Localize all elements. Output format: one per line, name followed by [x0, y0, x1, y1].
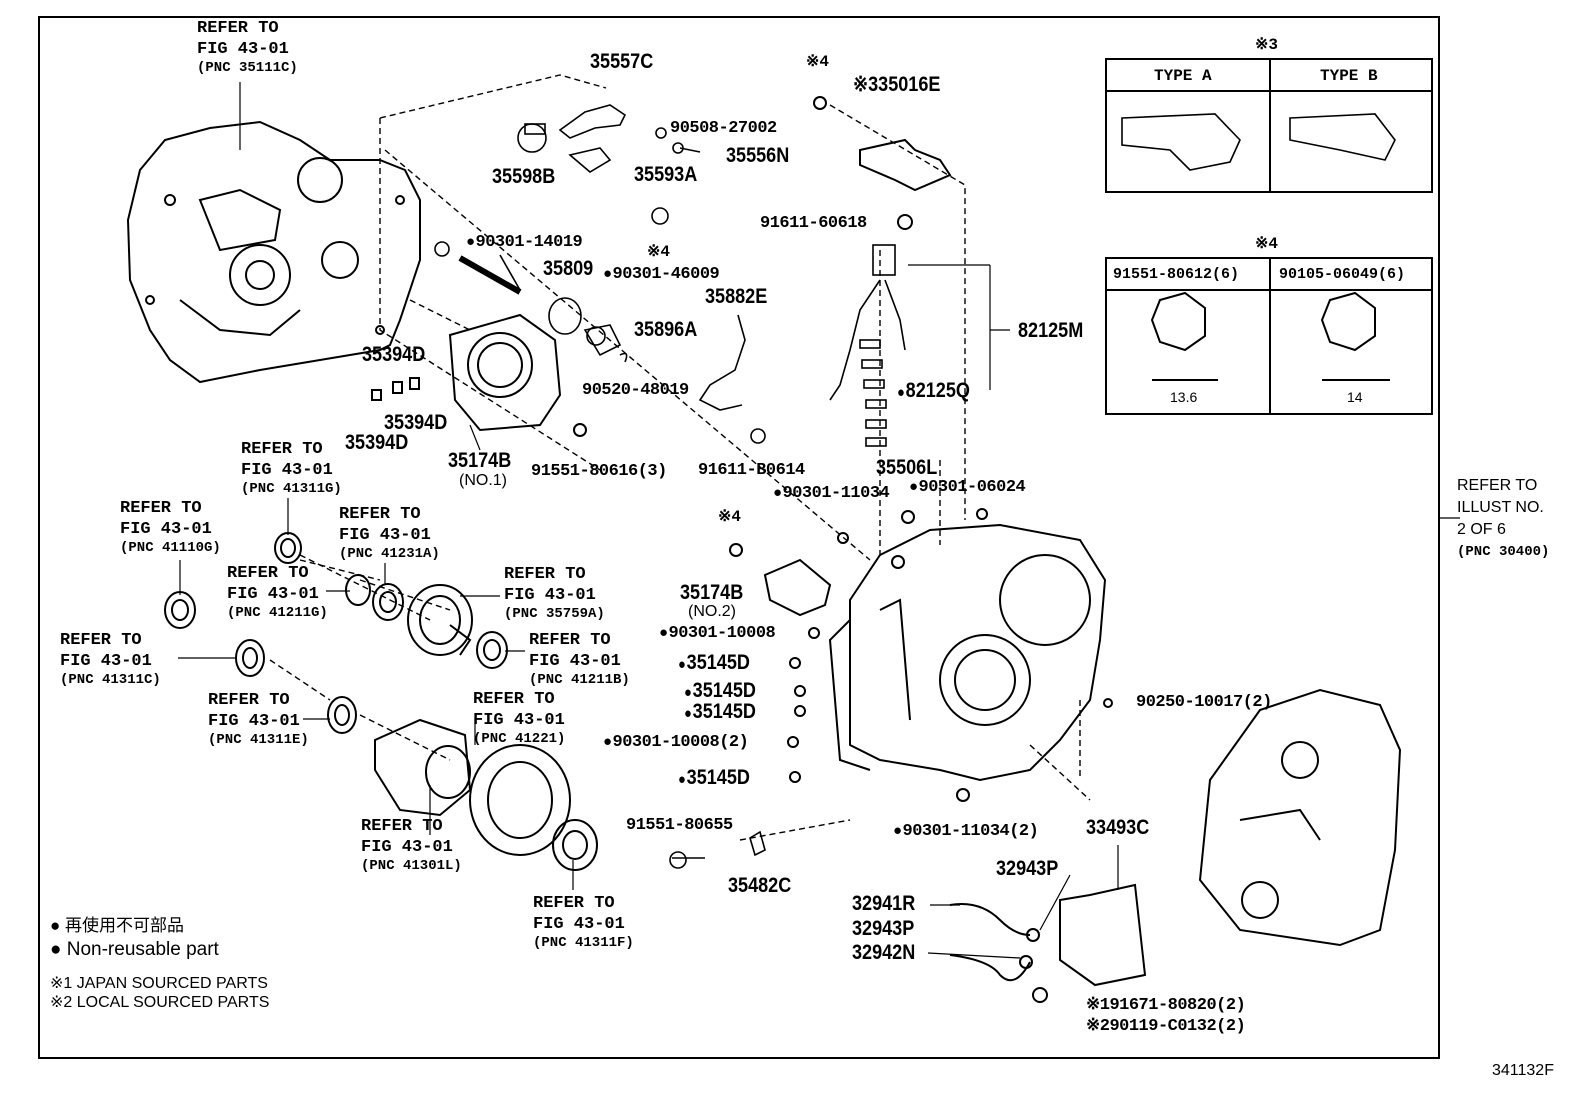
legend-japan-sourced: ※1 JAPAN SOURCED PARTS	[50, 975, 268, 992]
type-ab-sketches	[1121, 113, 1396, 171]
refer-illust-30400: REFER TO ILLUST NO. 2 OF 6 (PNC 30400)	[1457, 477, 1550, 560]
gears-and-bearings	[164, 532, 598, 871]
note-star4-lower: ※4	[718, 508, 742, 526]
type-a-header: TYPE A	[1154, 67, 1212, 85]
part-90301-14019[interactable]: 90301-14019	[466, 234, 583, 252]
part-90301-10008-2[interactable]: 90301-10008(2)	[603, 734, 749, 752]
oil-cooler-33493C	[949, 883, 1147, 1003]
part-35556N[interactable]: 35556N	[726, 144, 790, 167]
part-32943P-b[interactable]: 32943P	[852, 917, 915, 940]
part-35482C[interactable]: 35482C	[728, 874, 792, 897]
legend-nonreusable-en: ● Non-reusable part	[50, 939, 219, 960]
part-35145D-d[interactable]: 35145D	[678, 767, 750, 791]
part-35506L[interactable]: 35506L	[876, 456, 938, 479]
part-35145D-b[interactable]: 35145D	[684, 680, 756, 704]
figure-id: 341132F	[1492, 1062, 1554, 1079]
part-90301-11034-2[interactable]: 90301-11034(2)	[893, 823, 1039, 841]
nut-a-dimension: 13.6	[1170, 389, 1198, 405]
cover-35174B-no1	[371, 313, 587, 437]
legend-nonreusable-jp: ● 再使用不可部品	[50, 916, 184, 935]
part-35174B-no2-sub: (NO.2)	[688, 603, 736, 620]
part-90301-06024[interactable]: 90301-06024	[909, 479, 1026, 497]
part-90301-46009[interactable]: 90301-46009	[603, 266, 720, 284]
part-35174B-no2[interactable]: 35174B	[680, 581, 744, 604]
nut-table-title: ※4	[1255, 235, 1279, 253]
transaxle-housing-left	[126, 120, 421, 384]
part-35174B-no1[interactable]: 35174B	[448, 449, 512, 472]
bracket-35482C	[669, 830, 766, 869]
part-33493C[interactable]: 33493C	[1086, 816, 1150, 839]
part-35557C[interactable]: 35557C	[590, 50, 654, 73]
transaxle-housing-right	[1198, 688, 1402, 947]
part-35145D-a[interactable]: 35145D	[678, 652, 750, 676]
guide-lines	[269, 74, 1091, 841]
bracket-35016E	[813, 96, 952, 230]
type-b-header: TYPE B	[1320, 67, 1378, 85]
nut-b-dimension: 14	[1347, 389, 1363, 405]
part-90508-27002[interactable]: 90508-27002	[670, 119, 777, 138]
part-35593A[interactable]: 35593A	[634, 163, 698, 186]
part-82125M[interactable]: 82125M	[1018, 319, 1084, 342]
part-90520-48019[interactable]: 90520-48019	[582, 381, 689, 400]
part-35882E[interactable]: 35882E	[705, 285, 768, 308]
part-35809[interactable]: 35809	[543, 257, 594, 280]
part-35174B-no1-sub: (NO.1)	[459, 472, 507, 489]
part-32941R[interactable]: 32941R	[852, 892, 916, 915]
part-32943P-a[interactable]: 32943P	[996, 857, 1059, 880]
part-35896A[interactable]: 35896A	[634, 318, 698, 341]
part-91611-60618[interactable]: 91611-60618	[760, 214, 867, 233]
part-82125Q[interactable]: 82125Q	[897, 380, 970, 404]
note-star4-top: ※4	[806, 53, 830, 71]
part-91551-80655[interactable]: 91551-80655	[626, 816, 733, 835]
pipe-35882E	[698, 314, 766, 444]
bracket-35557C	[434, 104, 701, 363]
part-35145D-c[interactable]: 35145D	[684, 701, 756, 725]
wire-harness-82125M	[829, 244, 906, 447]
part-35598B[interactable]: 35598B	[492, 165, 556, 188]
note-star4-mid: ※4	[647, 243, 671, 261]
nut-sketches	[1150, 291, 1390, 381]
part-35394D-b[interactable]: 35394D	[384, 411, 448, 434]
type-table: TYPE A TYPE B	[1105, 58, 1433, 193]
nut-a-header: 91551-80612(6)	[1113, 266, 1240, 283]
part-35394D-c[interactable]: 35394D	[345, 431, 409, 454]
part-35394D-a[interactable]: 35394D	[362, 343, 426, 366]
nut-b-header: 90105-06049(6)	[1279, 266, 1406, 283]
part-90250-10017[interactable]: 90250-10017(2)	[1136, 693, 1272, 712]
type-table-title: ※3	[1255, 36, 1279, 54]
part-91611-B0614[interactable]: 91611-B0614	[698, 461, 805, 480]
part-90119-C0132[interactable]: ※290119-C0132(2)	[1086, 1017, 1246, 1036]
part-32942N[interactable]: 32942N	[852, 941, 916, 964]
legend-local-sourced: ※2 LOCAL SOURCED PARTS	[50, 994, 270, 1011]
part-90301-10008[interactable]: 90301-10008	[659, 625, 776, 643]
nut-table: 91551-80612(6) 90105-06049(6) 13.6 14	[1105, 257, 1433, 415]
part-91551-80616[interactable]: 91551-80616(3)	[531, 462, 667, 481]
part-91671-80820[interactable]: ※191671-80820(2)	[1086, 996, 1246, 1015]
part-90301-11034[interactable]: 90301-11034	[773, 485, 890, 503]
transaxle-main-body	[729, 508, 1113, 802]
part-35016E[interactable]: ※335016E	[853, 73, 941, 96]
diagram-frame	[38, 16, 1440, 1059]
